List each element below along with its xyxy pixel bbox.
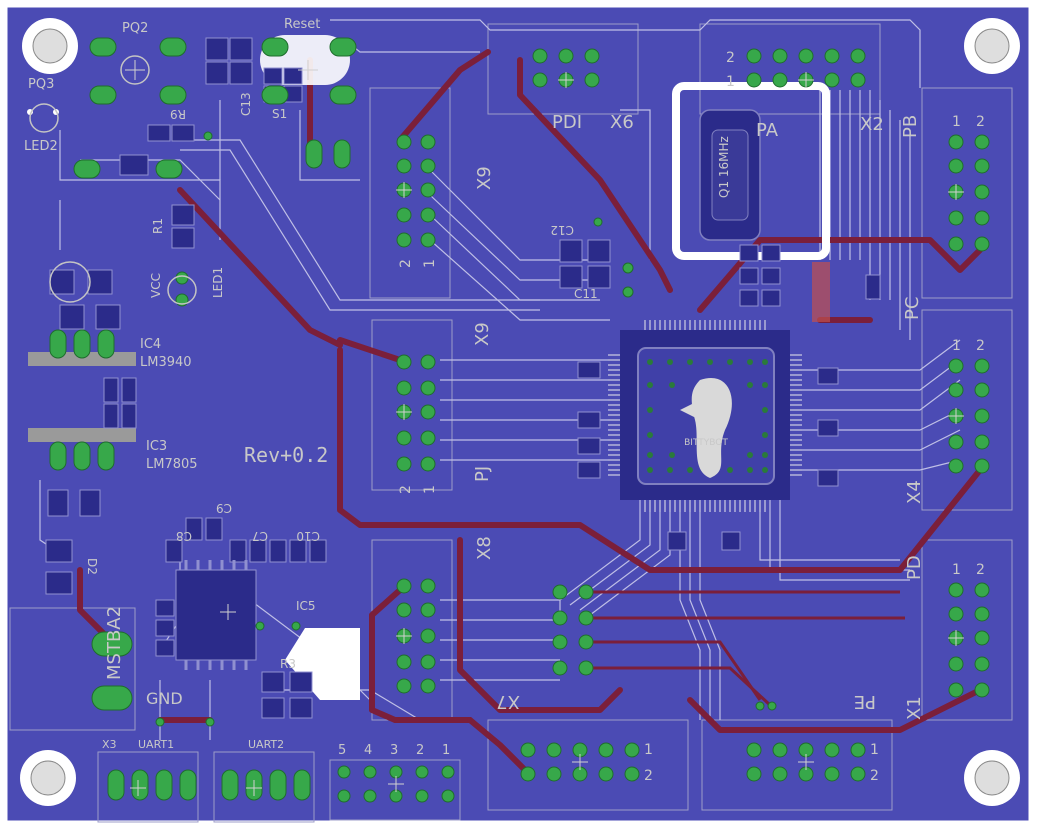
- label-r1: R1: [151, 218, 165, 234]
- label-pin1-pc: 1: [952, 338, 961, 354]
- board-outline: [4, 4, 1032, 824]
- label-rev: Rev+0.2: [244, 443, 328, 467]
- label-pin2-pd: 2: [976, 562, 985, 578]
- label-pin1-pj: 1: [422, 485, 438, 494]
- label-ic5: IC5: [296, 599, 316, 613]
- label-c12: C12: [550, 223, 574, 237]
- label-lm7805: LM7805: [146, 457, 198, 472]
- label-pb: PB: [900, 115, 921, 138]
- label-c7: C7: [252, 529, 268, 543]
- label-x4: X4: [904, 480, 925, 504]
- label-x9-top: X9: [474, 166, 495, 190]
- label-c9: C9: [216, 501, 232, 515]
- label-pin2-pb: 2: [976, 114, 985, 130]
- label-c13: C13: [239, 92, 253, 116]
- label-pj: PJ: [472, 466, 493, 482]
- label-x8: X8: [474, 536, 495, 560]
- label-r9: R9: [170, 107, 186, 121]
- label-pin2-x7: 2: [644, 768, 653, 784]
- mount-hole-bottom-left: [20, 750, 76, 806]
- label-pin1-x9: 1: [422, 259, 438, 268]
- ic3-tab: [28, 428, 136, 442]
- label-gnd: GND: [146, 689, 183, 708]
- power-routes: [77, 49, 983, 773]
- led-outlines: [29, 55, 197, 305]
- board-substrate: [6, 6, 1030, 822]
- smd-pads: [45, 37, 881, 719]
- microcontroller-ic: BITTYBOT: [620, 330, 790, 500]
- label-pin2-x9: 2: [398, 259, 414, 268]
- label-pin1-pb: 1: [952, 114, 961, 130]
- label-x7: X7: [496, 691, 520, 712]
- logo-text: BITTYBOT: [684, 438, 728, 448]
- label-pin1-pd: 1: [952, 562, 961, 578]
- mount-hole-top-right: [964, 18, 1020, 74]
- label-c11: C11: [574, 287, 598, 301]
- header-num-4: 4: [364, 743, 372, 758]
- label-pq2: PQ2: [122, 21, 148, 36]
- silk-outlines: [9, 23, 1013, 823]
- label-pin2-pe: 2: [870, 768, 879, 784]
- mount-hole-top-left: [22, 18, 78, 74]
- label-r3: R3: [280, 657, 296, 671]
- label-c10: C10: [296, 529, 320, 543]
- header-num-5: 5: [338, 743, 346, 758]
- label-x6: X6: [610, 112, 634, 133]
- crystal-q1: [699, 109, 761, 241]
- oval-pads: [49, 37, 357, 801]
- label-pa: PA: [756, 120, 779, 141]
- power-route-thin: [580, 590, 905, 707]
- label-x9-pj: X9: [472, 322, 493, 346]
- label-pin1-pa: 1: [726, 74, 735, 90]
- label-ic3: IC3: [146, 439, 167, 454]
- label-reset: Reset: [284, 17, 320, 32]
- ic5-body: [175, 560, 257, 670]
- label-pe: PE: [854, 691, 876, 712]
- marker-pads: [812, 262, 830, 322]
- label-x1: X1: [904, 696, 925, 720]
- label-x2: X2: [860, 114, 884, 135]
- mount-hole-bottom-right: [964, 750, 1020, 806]
- label-vcc: VCC: [149, 273, 163, 298]
- label-x3: X3: [102, 738, 117, 751]
- label-led2: LED2: [24, 139, 58, 154]
- label-led1: LED1: [211, 267, 225, 298]
- label-lm3940: LM3940: [140, 355, 192, 370]
- header-num-3: 3: [390, 743, 398, 758]
- silk-labels: PQ2 Reset PQ3 LED2 R9 C13 S1 X9 PDI X6 P…: [24, 17, 985, 784]
- silk-cross-marks: [125, 60, 964, 796]
- label-pin2-pc: 2: [976, 338, 985, 354]
- label-pin2-pj: 2: [398, 485, 414, 494]
- header-numbers: 5 4 3 2 1: [338, 743, 450, 758]
- ic-pins: [608, 320, 802, 512]
- label-c8: C8: [176, 529, 192, 543]
- label-pin2-pa: 2: [726, 50, 735, 66]
- header-num-2: 2: [416, 743, 424, 758]
- label-pin1-x7: 1: [644, 742, 653, 758]
- label-pq3: PQ3: [28, 77, 54, 92]
- label-ic4: IC4: [140, 337, 161, 352]
- pcb-logo-icon: BITTYBOT: [680, 378, 732, 478]
- label-d2: D2: [85, 558, 99, 575]
- label-pd: PD: [904, 555, 925, 580]
- label-pdi: PDI: [552, 112, 582, 133]
- header-num-1: 1: [442, 743, 450, 758]
- label-uart2: UART2: [248, 738, 284, 751]
- label-pin1-pe: 1: [870, 742, 879, 758]
- header-pads: [155, 48, 990, 803]
- label-mstba2: MSTBA2: [104, 606, 125, 680]
- label-q1: Q1 16MHz: [717, 136, 731, 198]
- mounting-holes: [20, 18, 1020, 806]
- label-s1: S1: [272, 107, 287, 121]
- label-uart1: UART1: [138, 738, 174, 751]
- label-pc: PC: [902, 297, 923, 320]
